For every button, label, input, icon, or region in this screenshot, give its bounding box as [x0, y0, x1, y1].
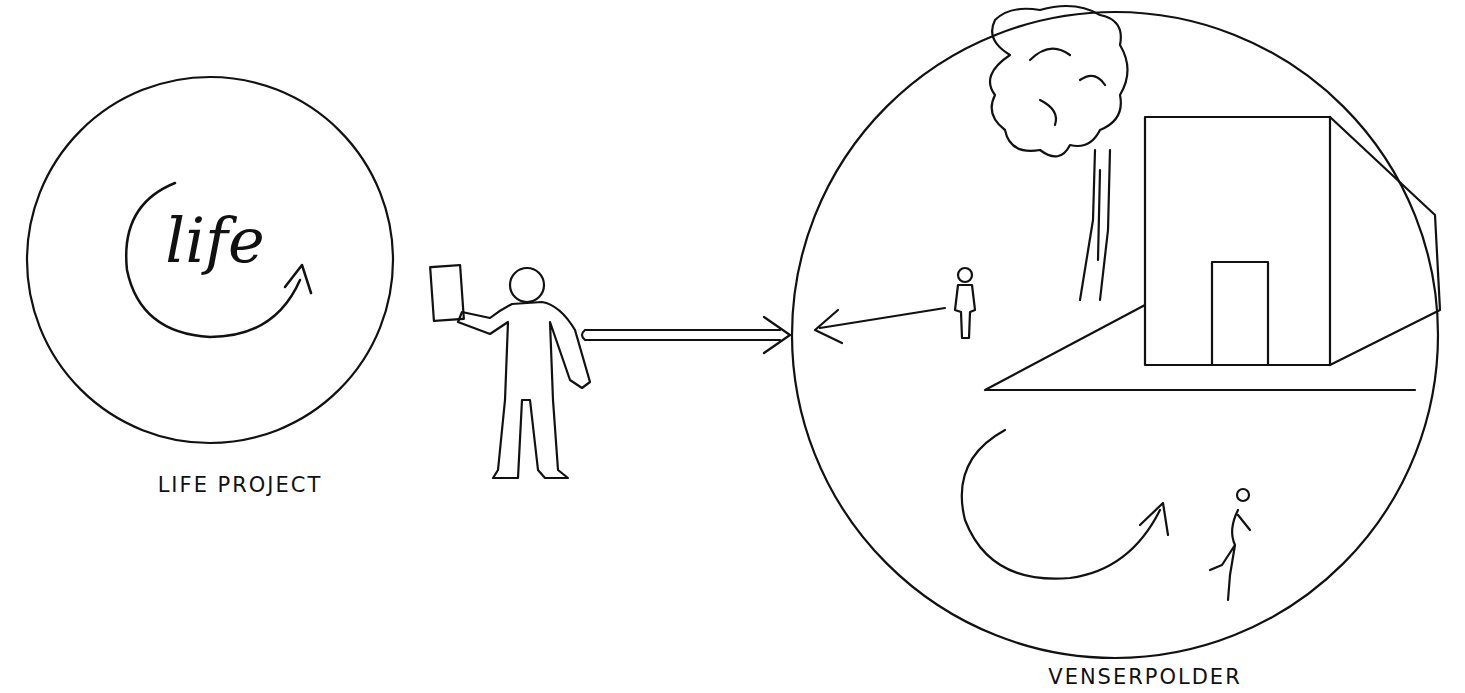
circle-node: lifeLIFE PROJECT: [25, 75, 395, 445]
small-person: [815, 268, 975, 343]
node-heading: VENSERPOLDER: [1048, 665, 1241, 689]
circle-outline: [790, 10, 1440, 660]
node-heading: LIFE PROJECT: [158, 473, 323, 497]
tree: [990, 6, 1128, 300]
building: [985, 117, 1440, 390]
logo-text: life: [165, 204, 264, 277]
curved-arrow: [962, 430, 1250, 600]
person-figure: [430, 265, 590, 478]
circle-node: VENSERPOLDER: [790, 10, 1440, 660]
flow-arrow: [582, 317, 790, 353]
